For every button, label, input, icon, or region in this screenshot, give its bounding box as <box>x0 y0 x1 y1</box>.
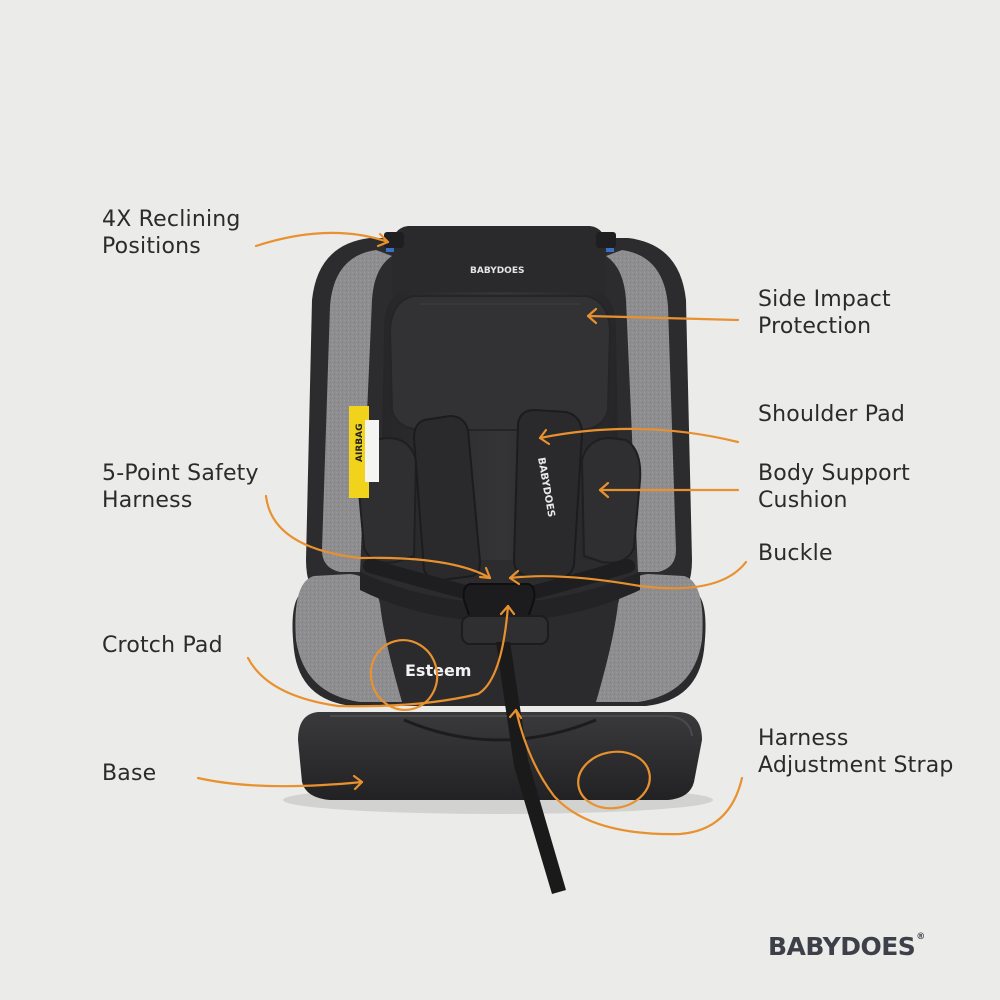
head-pillow <box>388 295 612 431</box>
side-wing-right <box>606 250 676 572</box>
seat-bolster-left <box>295 574 402 702</box>
annotation-arrows <box>196 231 748 836</box>
label-base: Base <box>102 761 157 786</box>
label-crotch-pad: Crotch Pad <box>102 633 223 658</box>
brand-mark: ® <box>916 932 925 942</box>
shoulder-pad-left <box>412 414 482 582</box>
adjustment-strap <box>496 642 566 894</box>
buckle <box>462 583 536 619</box>
brand-name: BABYDOES <box>768 932 916 961</box>
seat-bolster-right <box>596 574 703 702</box>
headrest-logo: BABYDOES <box>470 266 524 276</box>
svg-text:AIRBAG: AIRBAG <box>355 424 365 462</box>
brand-logo: BABYDOES® <box>768 932 925 961</box>
label-buckle: Buckle <box>758 541 833 566</box>
body-support-right <box>580 436 642 564</box>
seat-base <box>298 712 702 800</box>
shoulder-pad-right <box>512 408 584 580</box>
label-shoulder-pad: Shoulder Pad <box>758 402 906 427</box>
airbag-warning-sticker: AIRBAG <box>349 406 379 498</box>
model-name: Esteem <box>405 661 471 680</box>
headrest <box>392 226 606 300</box>
